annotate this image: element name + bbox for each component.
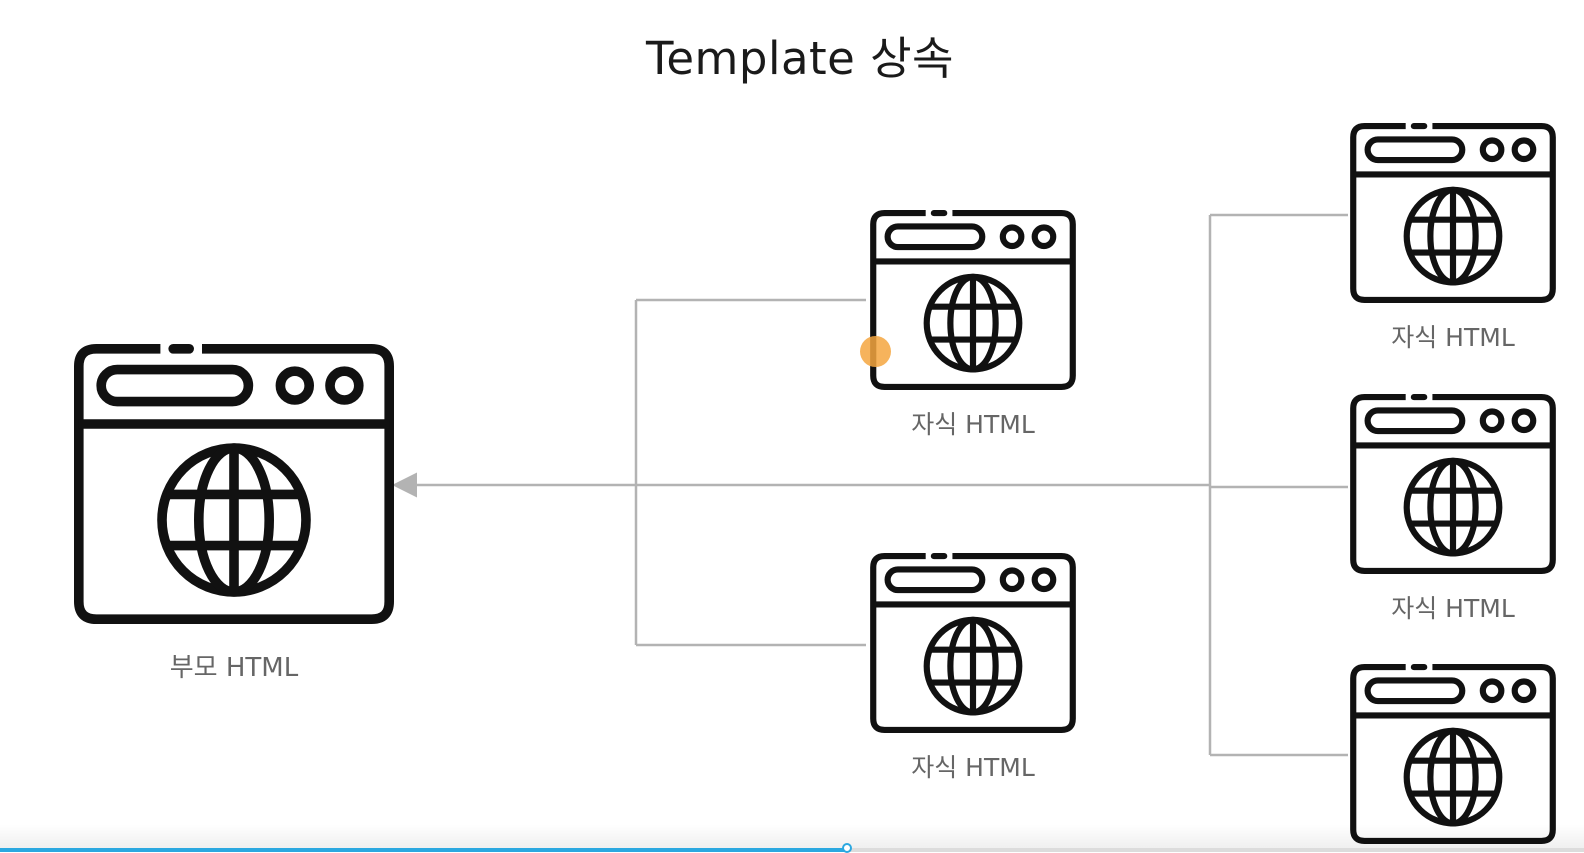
browser-globe-icon — [1350, 123, 1556, 303]
browser-globe-icon — [74, 344, 394, 624]
child-html-node: 자식 HTML — [1350, 394, 1556, 623]
child-html-node — [1350, 664, 1556, 844]
player-controls-shade — [0, 824, 1584, 852]
child-html-node: 자식 HTML — [870, 210, 1076, 439]
child-html-label: 자식 HTML — [911, 410, 1035, 439]
progress-fill — [0, 848, 848, 852]
child-html-label: 자식 HTML — [1391, 594, 1515, 623]
browser-globe-icon — [1350, 394, 1556, 574]
slide-title: Template 상속 — [646, 32, 954, 85]
child-html-node: 자식 HTML — [870, 553, 1076, 782]
child-html-label: 자식 HTML — [911, 753, 1035, 782]
browser-globe-icon — [1350, 664, 1556, 844]
progress-bar[interactable] — [0, 843, 1584, 853]
browser-globe-icon — [870, 553, 1076, 733]
parent-html-label: 부모 HTML — [169, 653, 299, 683]
cursor-highlight — [860, 336, 891, 367]
child-html-label: 자식 HTML — [1391, 323, 1515, 352]
child-html-node: 자식 HTML — [1350, 123, 1556, 352]
parent-html-node: 부모 HTML — [74, 344, 394, 683]
browser-globe-icon — [870, 210, 1076, 390]
